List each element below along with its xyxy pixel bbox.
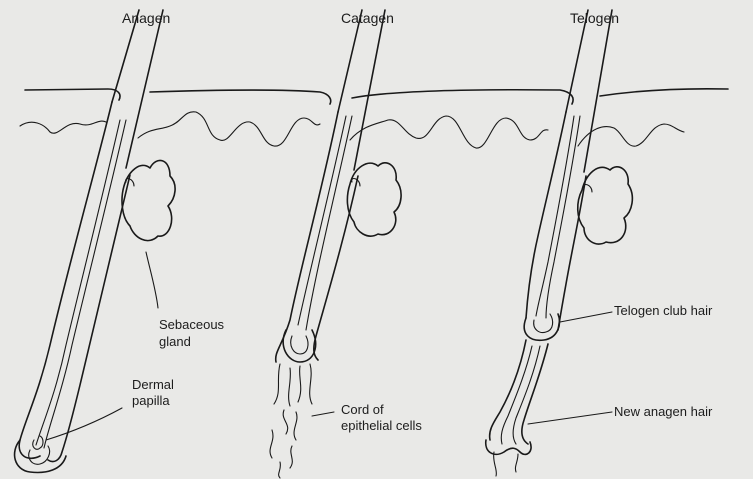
cord-label-line2: epithelial cells <box>341 418 422 433</box>
leader-new-anagen <box>528 412 612 424</box>
dermal-papilla-label-line2: papilla <box>132 393 170 408</box>
leader-dermal-papilla <box>46 408 122 440</box>
leader-cord <box>312 412 334 416</box>
catagen-title: Catagen <box>341 11 394 26</box>
sebaceous-gland-label-line2: gland <box>159 334 191 349</box>
new-anagen-hair-label: New anagen hair <box>614 404 712 419</box>
anagen-title: Anagen <box>122 11 170 26</box>
skin-surface <box>25 89 728 104</box>
telogen-club-hair-label: Telogen club hair <box>614 303 712 318</box>
sebaceous-gland-label-line1: Sebaceous <box>159 317 224 332</box>
dermal-papilla-label-line1: Dermal <box>132 377 174 392</box>
telogen-follicle <box>486 10 633 476</box>
leader-sebaceous <box>146 252 158 308</box>
telogen-title: Telogen <box>570 11 619 26</box>
leader-telogen-club <box>560 312 612 322</box>
cord-label-line1: Cord of <box>341 402 384 417</box>
